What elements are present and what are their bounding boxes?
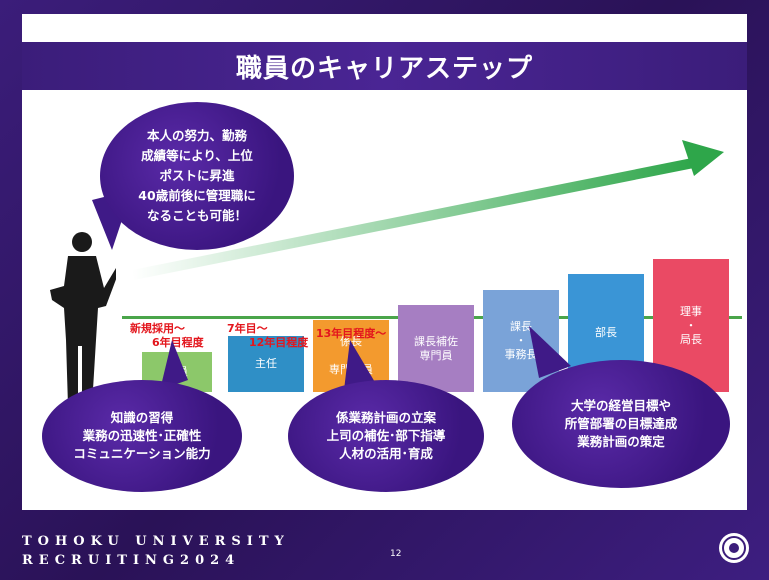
footer-university: TOHOKU UNIVERSITY RECRUITING2024 — [22, 532, 290, 570]
bubble-tail-2 — [344, 340, 376, 390]
page-number: 12 — [390, 549, 402, 559]
step-kachohosa: 課長補佐 専門員 — [398, 305, 474, 392]
footer-line1: TOHOKU UNIVERSITY — [22, 534, 290, 549]
businessman-icon — [50, 232, 116, 406]
milestone-3: 13年目程度～ — [316, 327, 387, 340]
speech-bubble: 本人の努力、勤務 成績等により、上位 ポストに昇進 40歳前後に管理職に なるこ… — [100, 102, 294, 250]
bubble-text: 係業務計画の立案 上司の補佐･部下指導 人材の活用･育成 — [326, 410, 446, 461]
bubble-text: 知識の習得 業務の迅速性･正確性 コミュニケーション能力 — [73, 410, 211, 461]
footer-line2: RECRUITING2024 — [22, 553, 241, 568]
bubble-tail-3 — [529, 326, 571, 378]
step-label: 主任 — [255, 357, 277, 370]
milestone-1: 新規採用～ 6年目程度 — [130, 322, 204, 349]
bubble-text: 大学の経営目標や 所管部署の目標達成 業務計画の策定 — [564, 398, 678, 449]
bubble-skills-3: 大学の経営目標や 所管部署の目標達成 業務計画の策定 — [512, 360, 730, 488]
header-white-bar — [22, 14, 747, 42]
slide-body: 係員 主任 係長 ・ 専門職員 課長補佐 専門員 課長 ・ 事務長 部長 理事 … — [22, 90, 747, 510]
step-label: 理事 ・ 局長 — [680, 304, 702, 346]
bubble-tail-1 — [160, 340, 188, 390]
slide-title: 職員のキャリアステップ — [235, 53, 533, 84]
step-label: 課長補佐 専門員 — [414, 334, 458, 362]
growth-arrow-icon — [132, 140, 724, 280]
step-shunin: 主任 — [228, 336, 304, 392]
speech-text: 本人の努力、勤務 成績等により、上位 ポストに昇進 40歳前後に管理職に なるこ… — [138, 128, 256, 223]
university-logo-icon — [719, 533, 749, 563]
milestone-2: 7年目～ 12年目程度 — [227, 322, 309, 349]
title-bar: 職員のキャリアステップ — [22, 42, 747, 90]
bubble-skills-1: 知識の習得 業務の迅速性･正確性 コミュニケーション能力 — [42, 380, 242, 492]
bubble-skills-2: 係業務計画の立案 上司の補佐･部下指導 人材の活用･育成 — [288, 380, 484, 492]
step-label: 部長 — [595, 326, 617, 339]
step-label: 課長 ・ 事務長 — [504, 320, 538, 361]
